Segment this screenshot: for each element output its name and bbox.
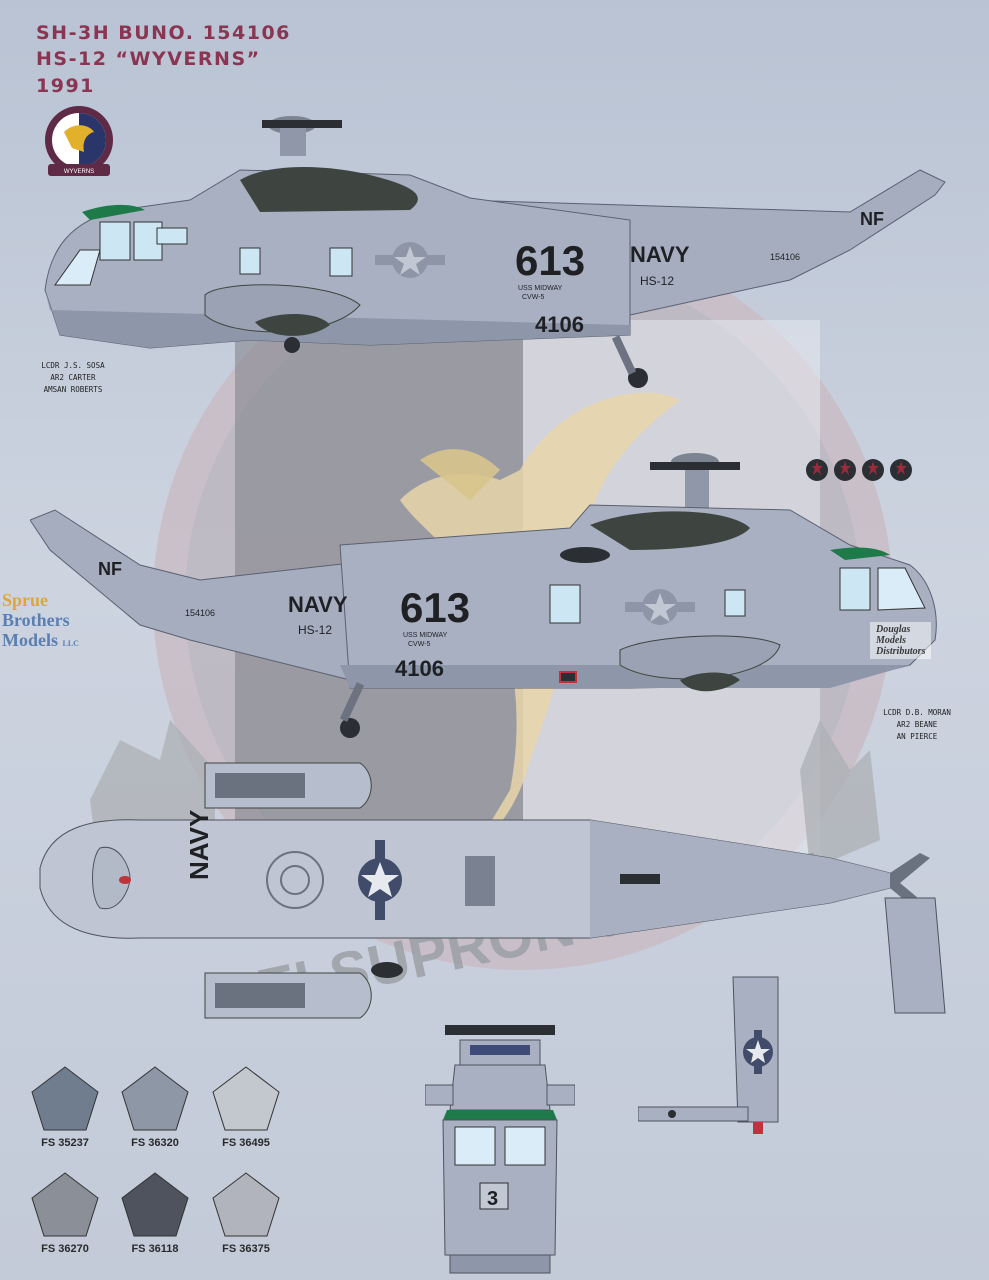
helicopter-profile-left-facing: 613 USS MIDWAY CVW-5 NAVY HS-12 4106 154… (44, 116, 946, 388)
crew-second: AR2 CARTER (50, 373, 96, 382)
crew-third: AMSAN ROBERTS (43, 385, 103, 394)
swatch-fs35237 (31, 1066, 99, 1131)
title-airframe: SH-3H BUNO. 154106 (36, 22, 291, 44)
cabin-window-2 (239, 247, 261, 275)
cabin-window-3 (329, 247, 353, 277)
cockpit-window-1 (839, 567, 871, 611)
crew-third: AN PIERCE (896, 732, 938, 741)
helicopter-profile-right-facing: 613 USS MIDWAY CVW-5 NAVY HS-12 4106 154… (30, 453, 937, 738)
main-wheel (628, 368, 648, 388)
ship-name: USS MIDWAY (403, 632, 448, 639)
swatch-fs36118 (121, 1172, 189, 1237)
swatch-fs36495 (212, 1066, 280, 1131)
swatch-label-fs36270: FS 36270 (41, 1243, 89, 1255)
squadron-marking: HS-12 (298, 623, 332, 637)
crew-second: AR2 BEANE (896, 720, 938, 729)
modex-front: 3 (487, 1188, 498, 1210)
buno-short: 4106 (395, 656, 444, 681)
modex-number: 613 (515, 237, 585, 284)
tail-code: NF (98, 559, 122, 579)
swatch-label-fs36118: FS 36118 (131, 1243, 179, 1255)
scroll-right (800, 720, 880, 870)
windscreen-left (454, 1126, 496, 1166)
cabin-window-1 (156, 227, 188, 245)
buno-short: 4106 (535, 312, 584, 337)
helicopter-front-view: 3 (425, 1025, 575, 1274)
sponson (619, 635, 781, 680)
watermark-douglas-models: Douglas Models Distributors (870, 622, 932, 659)
swatch-fs36270 (31, 1172, 99, 1237)
main-wheel (340, 718, 360, 738)
cockpit-cap-green (830, 547, 890, 560)
rotor-stub (445, 1025, 555, 1035)
tail-fin-view (638, 976, 779, 1134)
swatch-fs36375 (212, 1172, 280, 1237)
cockpit-window-2 (877, 567, 926, 611)
exhaust (560, 547, 610, 563)
squadron-marking: HS-12 (640, 274, 674, 288)
crew-names-right: LCDR D.B. MORAN AR2 BEANE AN PIERCE (862, 707, 972, 743)
watermark-sprue-brothers: Sprue Brothers Models LLC (2, 590, 79, 650)
vent-grid (465, 856, 495, 906)
ship-name: USS MIDWAY (518, 285, 563, 292)
rotor-blades-stub (262, 120, 342, 128)
mission-markings (806, 459, 912, 481)
cabin-window-1 (549, 584, 581, 624)
air-wing: CVW-5 (522, 294, 545, 301)
cabin-window-2 (724, 589, 746, 617)
engine-panel-dark (240, 166, 418, 212)
tail-rotor (890, 853, 930, 913)
swatch-label-fs35237: FS 35237 (41, 1137, 89, 1149)
lower-hull (340, 665, 910, 688)
cockpit-window-2 (99, 221, 131, 261)
swatch-label-fs36375: FS 36375 (222, 1243, 270, 1255)
buno-tail: 154106 (770, 252, 800, 262)
crew-pilot: LCDR J.S. SOSA (41, 361, 105, 370)
air-wing: CVW-5 (408, 641, 431, 648)
swatch-fs36320 (121, 1066, 189, 1131)
service-marking: NAVY (630, 242, 690, 267)
rotor-mount (266, 851, 324, 909)
patch-banner-text: WYVERNS (64, 169, 94, 175)
cockpit-cap-green (443, 1110, 557, 1120)
title-year: 1991 (36, 75, 95, 97)
swatch-label-fs36495: FS 36495 (222, 1137, 270, 1149)
crew-names-left: LCDR J.S. SOSA AR2 CARTER AMSAN ROBERTS (18, 360, 128, 396)
cockpit-cap-green (82, 204, 145, 220)
color-swatches (31, 1066, 280, 1237)
swatch-label-fs36320: FS 36320 (131, 1137, 179, 1149)
service-marking-top: NAVY (184, 810, 214, 880)
tail-wheel-front (284, 337, 300, 353)
squadron-patch: WYVERNS (45, 106, 113, 176)
tail-fin-top (884, 897, 946, 1014)
crew-pilot: LCDR D.B. MORAN (883, 708, 951, 717)
windscreen-right (504, 1126, 546, 1166)
engine-panel-dark (590, 511, 750, 550)
buno-tail: 154106 (185, 608, 215, 618)
tail-code: NF (860, 209, 884, 229)
modex-number: 613 (400, 584, 470, 631)
helicopter-top-view: NAVY (39, 762, 946, 1019)
title-squadron: HS-12 “WYVERNS” (36, 48, 261, 70)
service-marking: NAVY (288, 592, 348, 617)
